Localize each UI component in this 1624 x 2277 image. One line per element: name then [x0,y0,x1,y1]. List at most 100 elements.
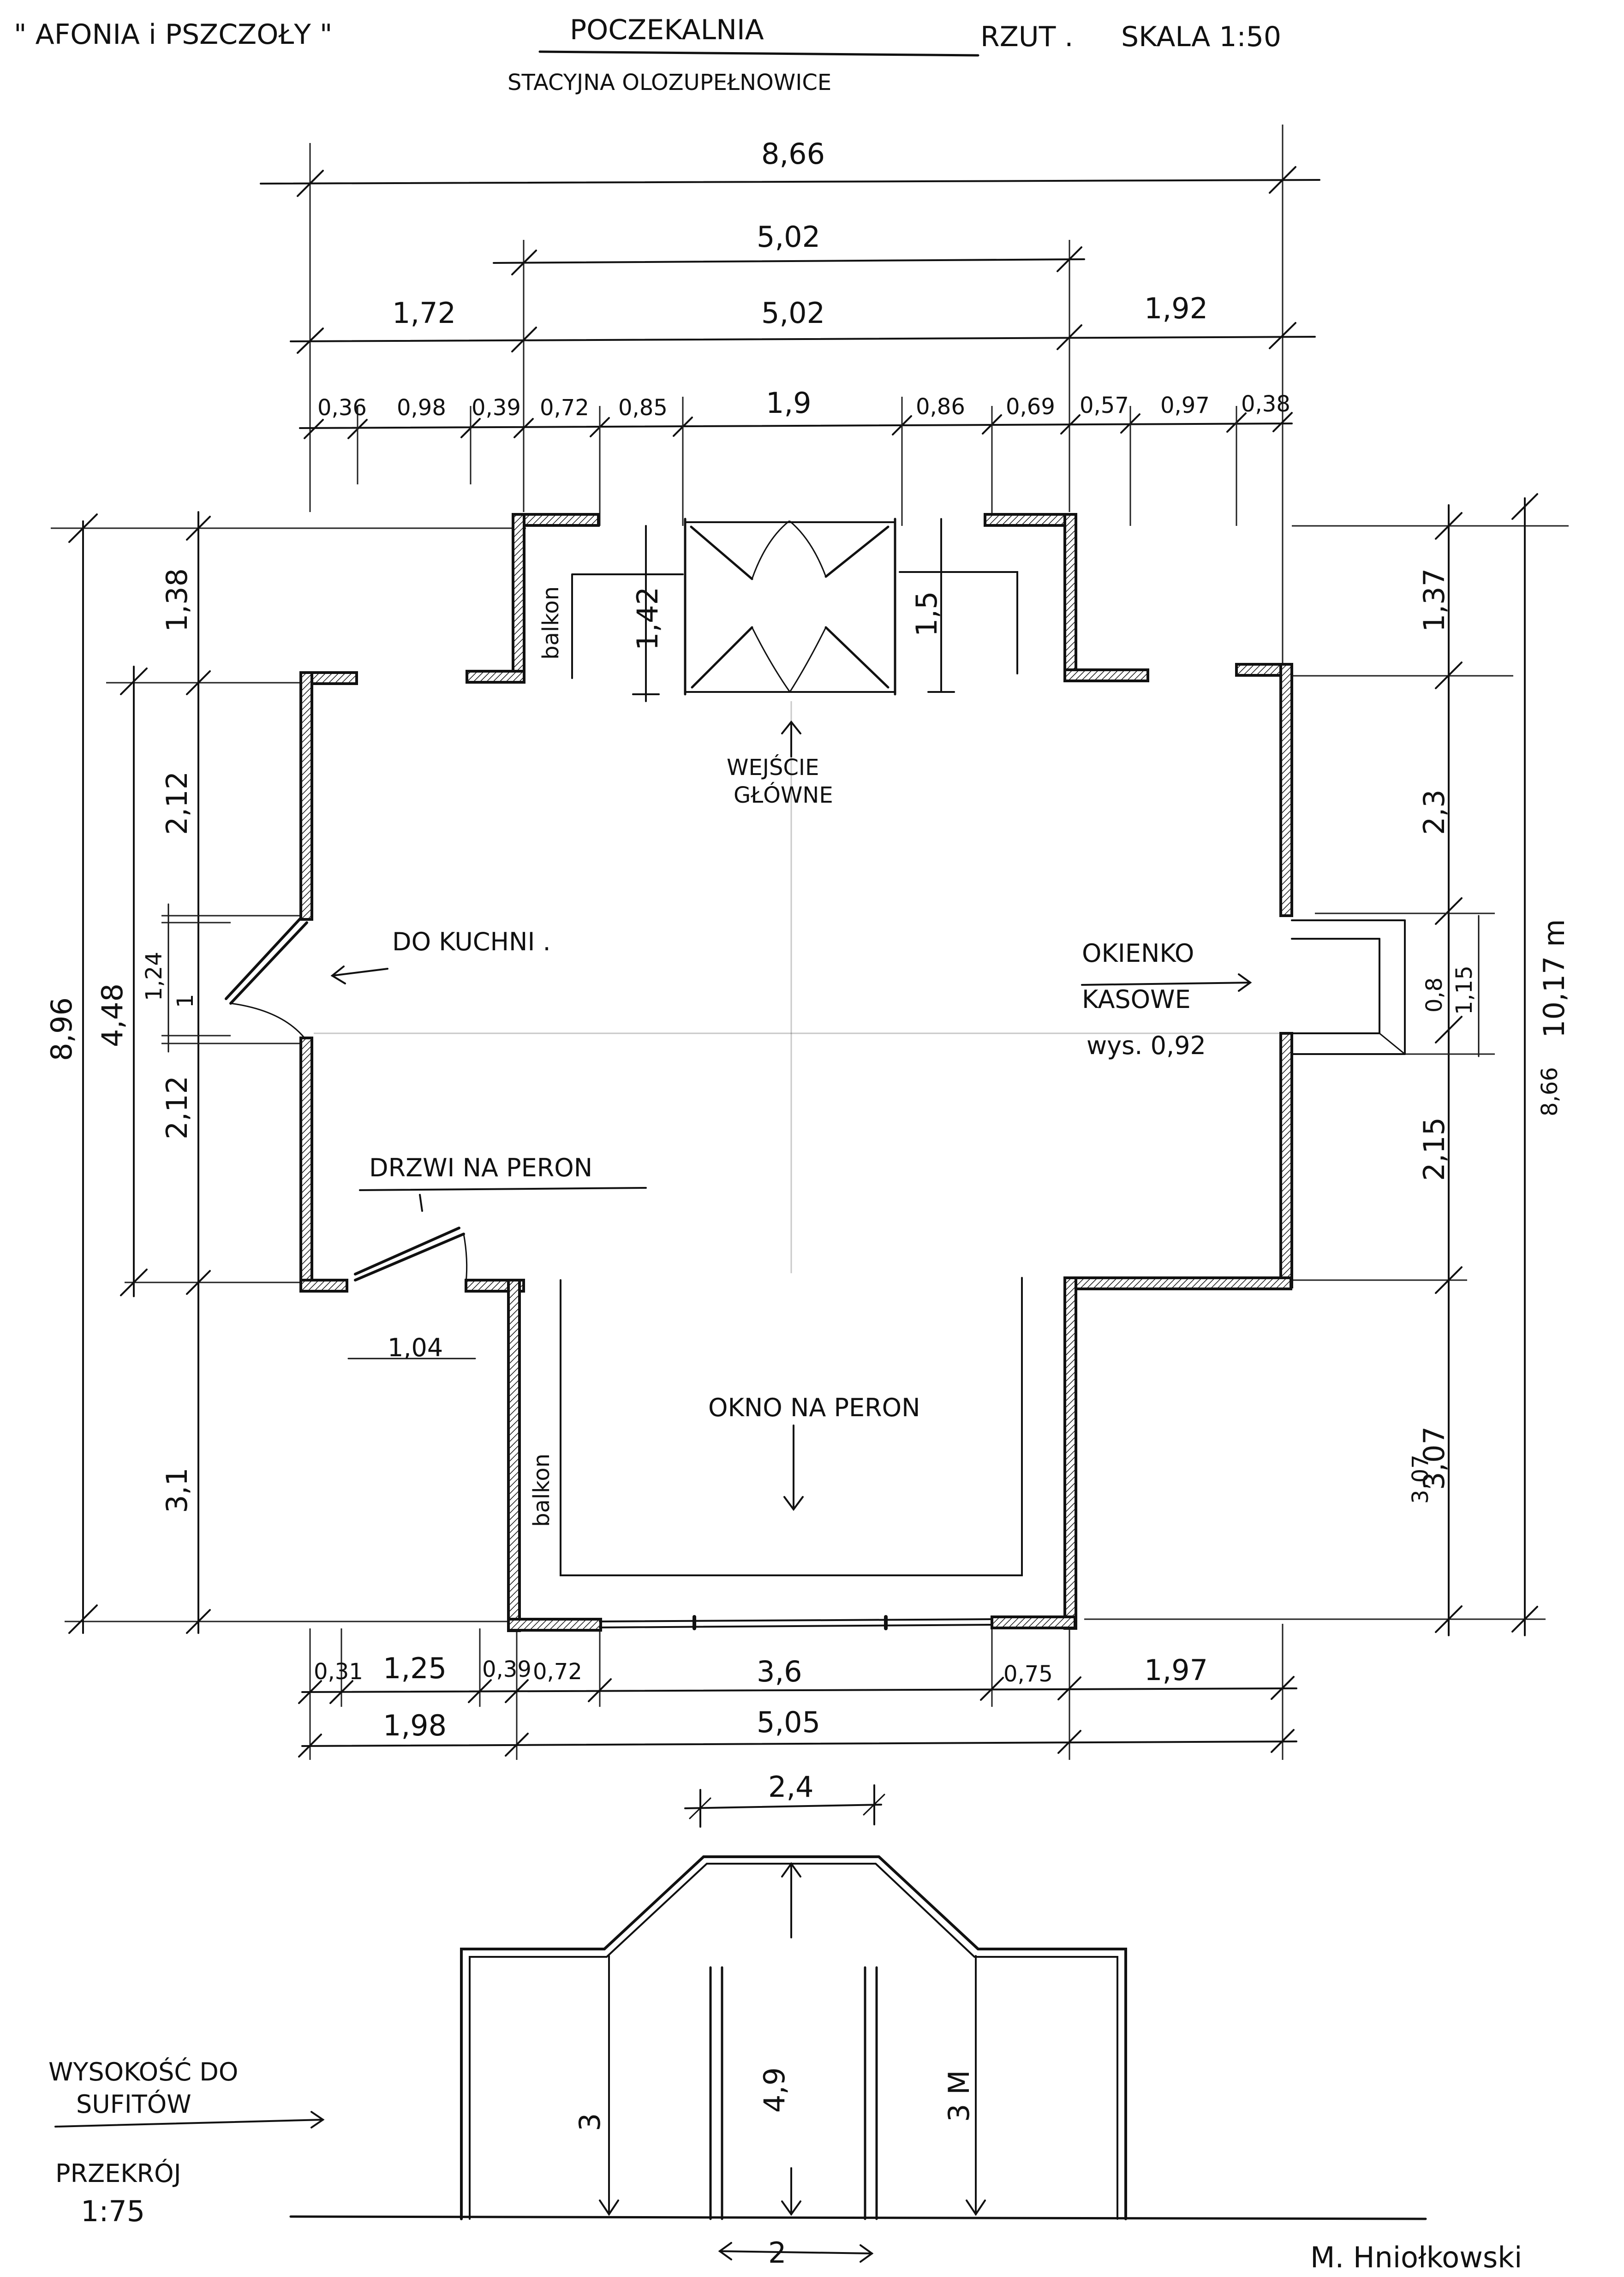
dim-overall-width: 8,66 [761,137,825,171]
dim-right-overall: 10,17 m [1537,919,1571,1038]
label-platform-door: DRZWI NA PERON [369,1153,592,1182]
balcony-upper-outline [571,573,684,679]
dim-right-lower: 2,15 [1417,1117,1451,1181]
label-main-entrance-1: WEJŚCIE [727,754,819,781]
dim-seg-5: 0,85 [618,395,668,421]
section-caption-2: SUFITÓW [76,2090,191,2119]
section-caption-arrow [54,2119,324,2128]
label-door-width: 1,04 [388,1333,443,1362]
dim-seg-4: 0,72 [540,395,589,421]
dim-bottom-left: 1,98 [383,1709,447,1742]
dim-left-mid: 4,48 [96,984,129,1047]
dim-center-block: 5,02 [761,296,825,330]
dim-seg-2: 0,98 [397,395,446,421]
dim-bottom-seg-5: 3,6 [757,1655,802,1688]
wall-upper-left-short [466,670,525,684]
dim-right-scribble: 8,66 [1537,1067,1563,1116]
dim-bottom-seg-7: 1,97 [1144,1653,1208,1687]
section-slope-height: 3 M [942,2070,976,2122]
dim-left-top: 1,38 [160,568,194,632]
dim-right-top: 1,37 [1417,568,1451,632]
label-kitchen: DO KUCHNI . [392,927,551,956]
wall-wing-bottom-right [991,1615,1076,1629]
room-title: POCZEKALNIA [570,14,764,46]
section-center-height: 4,9 [758,2067,791,2113]
wall-bottom-right-stub [1063,1276,1292,1290]
wall-entrance-left-jog [512,513,525,682]
wall-left-lower [299,1037,313,1291]
dimensions-right: 1,37 2,3 2,15 3,07 0,8 1,15 10,17 m 8,66… [1084,493,1571,1636]
segment-extension-lines [357,397,1237,526]
ticket-window [1291,919,1406,1055]
section-caption-3: PRZEKRÓJ [55,2159,181,2188]
wall-entrance-right-jog [1063,513,1077,682]
dim-bottom-seg-1: 0,31 [314,1659,363,1685]
wall-upper-right-short [1063,668,1149,682]
room-title-underline [538,50,979,57]
platform-door [347,1227,476,1359]
header: " AFONIA i PSZCZOŁY " POCZEKALNIA STACYJ… [14,14,1281,95]
section-outline [460,1855,1127,2220]
dim-right-bottom-scribble: 3,07 [1408,1454,1433,1504]
drawing-scale: SKALA 1:50 [1121,21,1281,53]
balcony-right-upper-outline [899,571,1018,674]
dim-left-overall: 8,96 [45,997,78,1061]
plan-labels: 1,42 1,5 balkon balkon WEJŚCIE GŁÓWNE DO… [330,586,1252,1527]
section-side-height: 3 [573,2113,607,2131]
label-platform-window: OKNO NA PERON [708,1393,920,1422]
label-main-entrance-2: GŁÓWNE [734,782,833,808]
dim-bottom-seg-4: 0,72 [533,1659,582,1685]
section-drawing: 2,4 3 4,9 3 M 2 WYSOKOŚĆ DO SUFITÓW PRZE… [48,1770,1427,2270]
dim-seg-8: 0,69 [1006,394,1055,420]
building-subtitle: STACYJNA OLOZUPEŁNOWICE [508,70,831,95]
label-entrance-depth-left: 1,42 [631,587,664,650]
label-ticket-window-3: wys. 0,92 [1087,1031,1206,1060]
dim-window-outer: 1,15 [1451,966,1477,1015]
dim-seg-7: 0,86 [916,394,965,420]
dim-seg-10: 0,97 [1160,393,1210,418]
dimensions-top: 8,66 5,02 1,72 5,02 1,92 [260,125,1320,669]
dim-bottom-seg-2: 1,25 [383,1651,447,1685]
label-balcony-upper: balkon [538,586,564,660]
ticket-window-arrow [1081,982,1251,986]
dim-seg-11: 0,38 [1241,391,1290,417]
dim-left-block: 1,72 [392,296,456,330]
view-type: RZUT . [980,21,1074,53]
label-ticket-window-1: OKIENKO [1082,939,1194,968]
kitchen-arrow [331,968,388,977]
wall-right-upper [1279,663,1293,917]
label-entrance-depth-right: 1,5 [910,591,943,637]
wall-wing-bottom-left [507,1618,602,1632]
dim-left-door-inner: 1 [173,994,198,1008]
kitchen-door [225,917,308,1039]
dim-right-upper: 2,3 [1417,789,1451,835]
wall-bottom-left-stub [299,1279,348,1293]
wall-wing-left [507,1279,521,1632]
dim-seg-9: 0,57 [1080,393,1129,418]
dim-right-bottom: 3,07 [1417,1426,1451,1490]
section-caption-4: 1:75 [81,2194,145,2228]
main-entrance-doors [684,518,896,696]
dim-bottom-seg-6: 0,75 [1003,1661,1053,1687]
dim-left-bottom: 3,1 [160,1467,194,1513]
balcony-lower-outline [560,1277,1023,1576]
dim-seg-6: 1,9 [766,386,812,420]
section-floor [289,2215,1427,2220]
dim-seg-3: 0,39 [472,395,521,421]
floor-plan [225,513,1406,1632]
dim-left-upper: 2,12 [160,771,194,835]
section-caption-1: WYSOKOŚĆ DO [48,2057,238,2086]
platform-window-glass [599,1618,993,1622]
section-top-width: 2,4 [768,1770,814,1804]
label-balcony-lower: balkon [529,1454,555,1527]
dimensions-left: 8,96 4,48 1,38 2,12 2,12 3,1 1,24 1 [45,511,526,1634]
signature: M. Hniołkowski [1310,2241,1522,2274]
dim-seg-1: 0,36 [317,395,367,421]
wall-wing-right [1063,1276,1077,1630]
wall-top-left-segment [516,513,600,527]
wall-right-lower [1279,1032,1293,1288]
wall-left-upper [299,671,313,921]
dim-left-door-width: 1,24 [141,952,167,1001]
dim-right-block: 1,92 [1144,292,1208,325]
